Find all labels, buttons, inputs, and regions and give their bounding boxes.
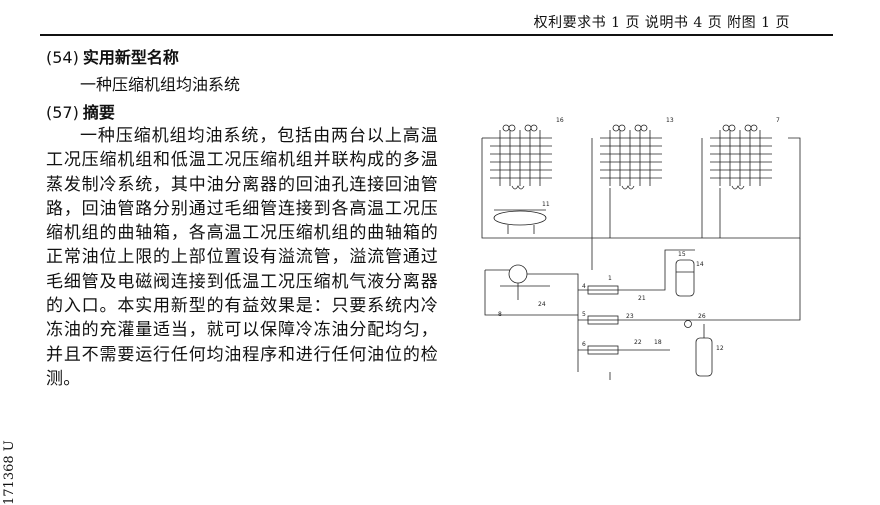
label-7: 7 [776, 117, 780, 124]
label-4: 4 [582, 283, 586, 290]
label-11: 11 [542, 201, 550, 208]
label-12: 12 [716, 345, 724, 352]
label-16: 16 [556, 117, 564, 124]
reference-numerals: 16 13 7 11 15 14 8 24 4 1 5 23 21 6 22 1… [498, 117, 780, 352]
evaporator-coils [490, 124, 772, 190]
page-header: 权利要求书 1 页 说明书 4 页 附图 1 页 [533, 15, 790, 31]
abstract-heading: (57)摘要 [46, 99, 115, 123]
system-schematic: 16 13 7 11 15 14 8 24 4 1 5 23 21 6 22 1… [481, 117, 801, 380]
header-rule [40, 34, 833, 36]
label-14: 14 [696, 261, 704, 268]
label-5: 5 [582, 311, 586, 318]
piping [481, 137, 801, 380]
section-title: 实用新型名称 [82, 48, 179, 67]
label-15: 15 [678, 251, 686, 258]
label-26: 26 [698, 313, 706, 320]
label-1: 1 [608, 275, 612, 282]
utility-model-name: 一种压缩机组均油系统 [80, 75, 241, 94]
section-title: 摘要 [82, 103, 115, 122]
label-13: 13 [666, 117, 674, 124]
label-8: 8 [498, 311, 502, 318]
label-21: 21 [638, 295, 646, 302]
utility-model-name-heading: (54)实用新型名称 [46, 44, 179, 68]
section-number: (54) [46, 48, 79, 67]
publication-number: 171368 U [2, 440, 20, 505]
label-23: 23 [626, 313, 634, 320]
section-number: (57) [46, 103, 79, 122]
label-6: 6 [582, 341, 586, 348]
abstract-text: 一种压缩机组均油系统，包括由两台以上高温工况压缩机组和低温工况压缩机组并联构成的… [46, 126, 438, 389]
label-18: 18 [654, 339, 662, 346]
label-24: 24 [538, 301, 546, 308]
publication-number-text: 171368 U [2, 440, 17, 505]
label-22: 22 [634, 339, 642, 346]
